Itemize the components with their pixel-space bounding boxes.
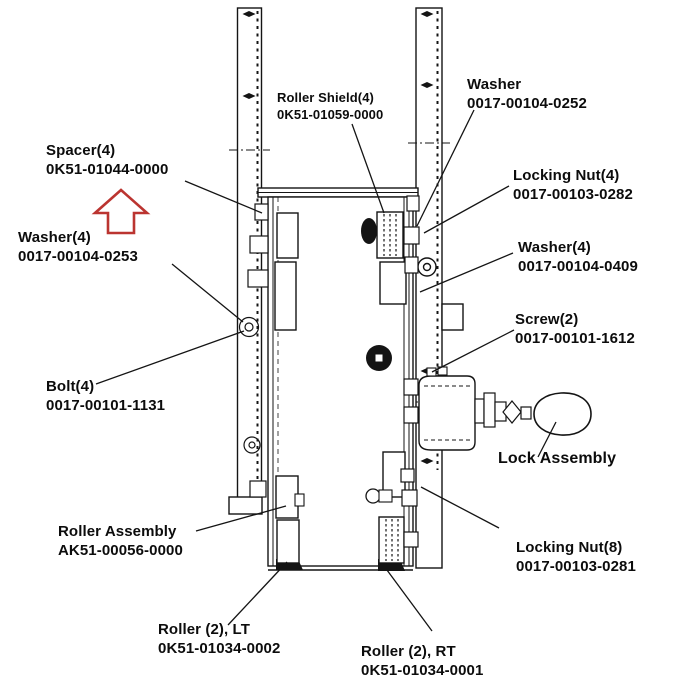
label-bolt: Bolt(4) 0017-00101-1131: [46, 377, 165, 415]
part-name: Roller Assembly: [58, 523, 177, 540]
spacer-pointer-arrow-icon: [91, 188, 151, 235]
part-number: 0017-00103-0281: [516, 558, 636, 575]
part-number: 0017-00104-0409: [518, 258, 638, 275]
part-number: 0K51-01034-0002: [158, 640, 281, 657]
part-name: Roller (2), RT: [361, 643, 456, 660]
part-name: Lock Assembly: [498, 450, 617, 467]
part-number: 0017-00101-1612: [515, 330, 635, 347]
label-lock-assembly: Lock Assembly: [498, 449, 616, 468]
part-number: 0K51-01059-0000: [277, 107, 384, 122]
part-name: Screw(2): [515, 311, 579, 328]
leader-lines: [95, 109, 557, 632]
part-number: 0017-00103-0282: [513, 186, 633, 203]
leader-spacer: [184, 180, 263, 214]
left-rail: [228, 7, 270, 515]
leader-roller-lt: [227, 561, 288, 626]
part-name: Roller Shield(4): [277, 90, 374, 105]
label-screw: Screw(2) 0017-00101-1612: [515, 310, 635, 348]
part-name: Locking Nut(4): [513, 167, 620, 184]
label-spacer: Spacer(4) 0K51-01044-0000: [46, 141, 168, 179]
leader-washer-0409: [419, 252, 514, 293]
leader-locking-nut-4: [423, 185, 510, 234]
label-roller-lt: Roller (2), LT 0K51-01034-0002: [158, 620, 280, 658]
label-washer-0409: Washer(4) 0017-00104-0409: [518, 238, 638, 276]
part-number: 0017-00104-0253: [18, 248, 138, 265]
part-name: Washer: [467, 76, 522, 93]
label-roller-rt: Roller (2), RT 0K51-01034-0001: [361, 642, 483, 680]
left-fastener-stacks: [238, 203, 269, 498]
leader-locking-nut-8: [420, 486, 500, 529]
leader-washer-0252: [416, 109, 475, 227]
part-number: AK51-00056-0000: [58, 542, 183, 559]
part-name: Bolt(4): [46, 378, 95, 395]
right-roller-blocks: [361, 211, 407, 564]
part-name: Spacer(4): [46, 142, 116, 159]
part-number: 0017-00104-0252: [467, 95, 587, 112]
part-name: Washer(4): [18, 229, 91, 246]
label-roller-assembly: Roller Assembly AK51-00056-0000: [58, 522, 183, 560]
lock-assembly: [418, 366, 592, 451]
label-locking-nut-8: Locking Nut(8) 0017-00103-0281: [516, 538, 636, 576]
label-roller-shield: Roller Shield(4) 0K51-01059-0000: [277, 89, 383, 123]
part-number: 0K51-01034-0001: [361, 662, 484, 679]
label-washer-0253: Washer(4) 0017-00104-0253: [18, 228, 138, 266]
part-name: Locking Nut(8): [516, 539, 623, 556]
leader-roller-rt: [383, 565, 433, 632]
part-name: Washer(4): [518, 239, 591, 256]
center-pivot: [366, 345, 392, 371]
part-number: 0K51-01044-0000: [46, 161, 169, 178]
leader-roller-shield: [351, 123, 385, 214]
leader-bolt: [95, 330, 245, 385]
label-locking-nut-4: Locking Nut(4) 0017-00103-0282: [513, 166, 633, 204]
leader-roller-assembly: [195, 505, 287, 532]
part-name: Roller (2), LT: [158, 621, 250, 638]
leader-washer-0253: [171, 263, 244, 323]
part-number: 0017-00101-1131: [46, 397, 166, 414]
leader-screw: [431, 329, 515, 373]
right-fastener-stacks: [400, 195, 420, 548]
leader-lock-assembly: [537, 421, 557, 458]
label-washer-0252: Washer 0017-00104-0252: [467, 75, 587, 113]
